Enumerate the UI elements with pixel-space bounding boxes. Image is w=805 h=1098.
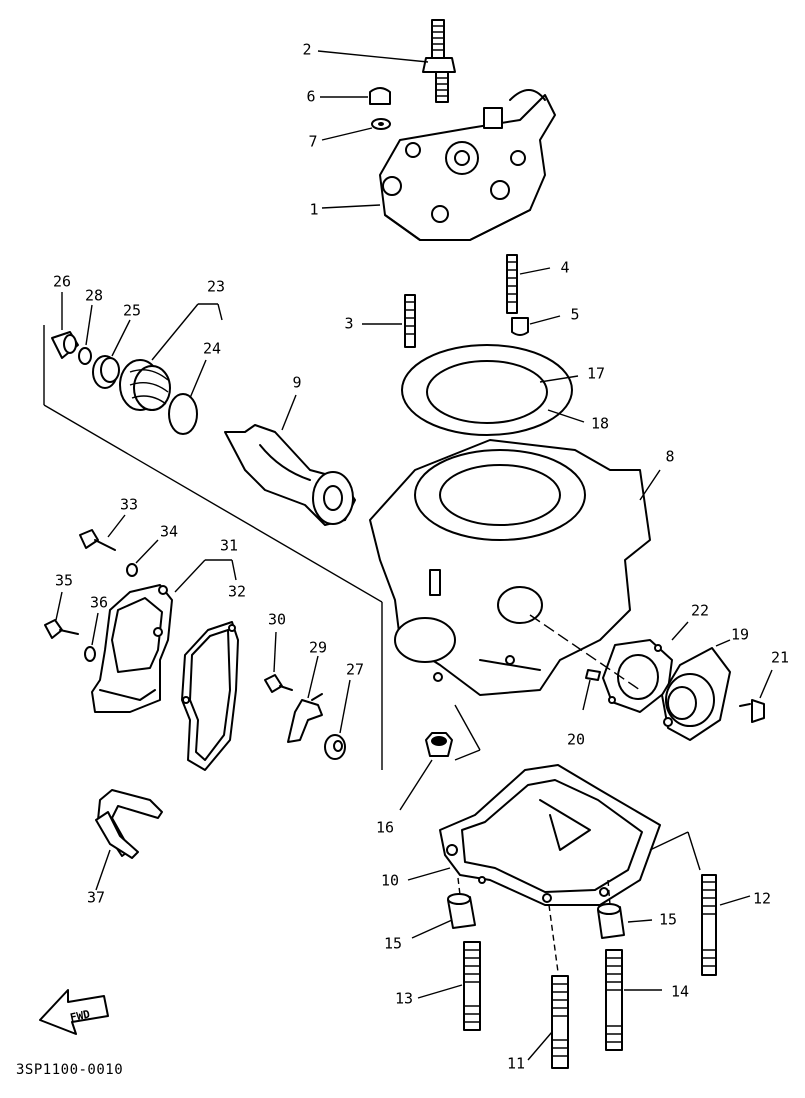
stud-part bbox=[463, 941, 481, 1031]
callout-label: 8 bbox=[665, 447, 675, 466]
washer-part bbox=[371, 118, 391, 130]
stud-part bbox=[551, 975, 569, 1069]
cylinder-part bbox=[369, 439, 651, 696]
collar-part bbox=[51, 331, 79, 359]
washer-part bbox=[84, 646, 96, 662]
callout-label: 20 bbox=[566, 730, 586, 749]
cap-nut-part bbox=[369, 87, 391, 105]
callout-label: 35 bbox=[54, 571, 74, 590]
lever-part bbox=[287, 693, 323, 743]
drain-bolt-part bbox=[425, 732, 453, 757]
pump-housing-part bbox=[661, 647, 731, 741]
callout-label: 25 bbox=[122, 301, 142, 320]
callout-label: 29 bbox=[308, 638, 328, 657]
bolt-part bbox=[739, 699, 765, 723]
gasket-part bbox=[181, 621, 239, 771]
stud-part bbox=[605, 949, 623, 1051]
callout-label: 33 bbox=[119, 495, 139, 514]
pump-cover-part bbox=[91, 584, 173, 713]
callout-label: 27 bbox=[345, 660, 365, 679]
cylinder-head-part bbox=[379, 89, 556, 241]
callout-label: 1 bbox=[309, 200, 319, 219]
callout-label: 23 bbox=[206, 277, 226, 296]
dowel-part bbox=[447, 893, 476, 929]
o-ring-part bbox=[168, 393, 198, 435]
callout-label: 5 bbox=[570, 305, 580, 324]
callout-label: 36 bbox=[89, 593, 109, 612]
clip-part bbox=[95, 789, 163, 859]
callout-label: 11 bbox=[506, 1054, 526, 1073]
nut-part bbox=[324, 734, 346, 760]
callout-label: 17 bbox=[586, 364, 606, 383]
o-ring-part bbox=[401, 344, 573, 436]
callout-label: 9 bbox=[292, 373, 302, 392]
callout-label: 22 bbox=[690, 601, 710, 620]
oil-seal-part bbox=[119, 359, 171, 411]
base-gasket-part bbox=[439, 764, 661, 906]
bolt-part bbox=[44, 619, 79, 639]
bolt-part bbox=[79, 529, 116, 551]
callout-label: 12 bbox=[752, 889, 772, 908]
washer-part bbox=[126, 563, 138, 577]
callout-label: 16 bbox=[375, 818, 395, 837]
valve-part bbox=[224, 424, 356, 526]
callout-label: 30 bbox=[267, 610, 287, 629]
callout-label: 18 bbox=[590, 414, 610, 433]
callout-label: 7 bbox=[308, 132, 318, 151]
callout-label: 2 bbox=[302, 40, 312, 59]
callout-label: 28 bbox=[84, 286, 104, 305]
bearing-part bbox=[92, 355, 120, 389]
nut-part bbox=[511, 317, 529, 336]
stud-part bbox=[701, 874, 717, 976]
callout-label: 19 bbox=[730, 625, 750, 644]
callout-label: 15 bbox=[658, 910, 678, 929]
gasket-part bbox=[602, 639, 673, 713]
callout-label: 21 bbox=[770, 648, 790, 667]
callout-label: 24 bbox=[202, 339, 222, 358]
dowel-pin-part bbox=[585, 669, 601, 681]
callout-label: 32 bbox=[227, 582, 247, 601]
callout-label: 3 bbox=[344, 314, 354, 333]
stud-part bbox=[506, 254, 518, 314]
forward-arrow-icon bbox=[39, 989, 109, 1035]
washer-part bbox=[78, 347, 92, 365]
dowel-part bbox=[597, 903, 625, 939]
callout-label: 34 bbox=[159, 522, 179, 541]
stud-part bbox=[404, 294, 416, 348]
callout-label: 13 bbox=[394, 989, 414, 1008]
spark-plug-part bbox=[422, 19, 456, 103]
drawing-code: 3SP1100-0010 bbox=[16, 1062, 124, 1078]
callout-label: 6 bbox=[306, 87, 316, 106]
callout-label: 26 bbox=[52, 272, 72, 291]
callout-label: 10 bbox=[380, 871, 400, 890]
callout-label: 4 bbox=[560, 258, 570, 277]
callout-label: 15 bbox=[383, 934, 403, 953]
callout-label: 31 bbox=[219, 536, 239, 555]
bolt-part bbox=[264, 674, 293, 693]
callout-label: 37 bbox=[86, 888, 106, 907]
callout-label: 14 bbox=[670, 982, 690, 1001]
